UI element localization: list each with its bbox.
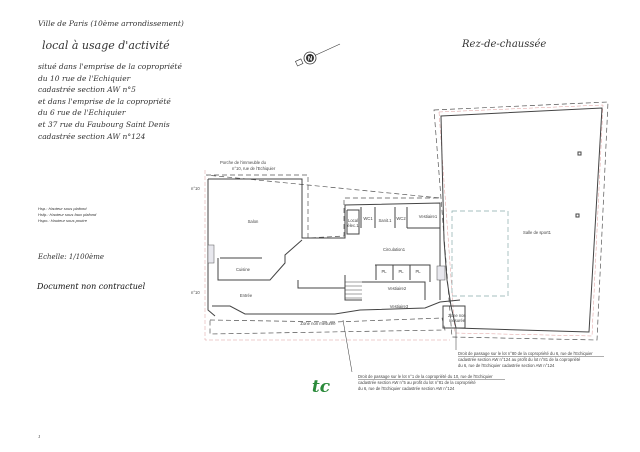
room-pl: PL: [415, 269, 421, 274]
legend-item: Hspo.: Hauteur sous poutre: [38, 218, 87, 223]
room-sanit1: Sanit.1: [378, 218, 392, 223]
street-number: n°10: [191, 290, 200, 295]
legend: Hsp.: Hauteur sous plafond Hsfp.: Hauteu…: [38, 206, 96, 224]
salle-de-sport: [433, 101, 609, 341]
description-line: situé dans l'emprise de la copropriété: [38, 62, 182, 71]
room-salon: Salon: [248, 219, 259, 224]
zone-non-mesuree: mesurée: [449, 318, 466, 323]
room-pl: PL: [398, 269, 404, 274]
description-line: et 37 rue du Faubourg Saint Denis: [38, 119, 170, 129]
porche-label: n°10, rue de l'Echiquier: [232, 166, 276, 171]
room-pl: PL: [381, 269, 387, 274]
room-wc1: WC1: [363, 216, 373, 221]
zone-non-mesuree: Zone non: [448, 313, 466, 318]
description-line: du 6 rue de l'Echiquier: [38, 108, 126, 118]
north-compass-icon: N: [295, 43, 341, 67]
room-wc2: WC2: [396, 216, 406, 221]
description-line: cadastrée section AW n°5: [38, 85, 136, 95]
annotation-line: cadastrée section AW n°5 au profit du lo…: [358, 380, 476, 385]
legend-item: Hsfp.: Hauteur sous faux plafond: [38, 212, 97, 217]
room-circulation1: Circulation1: [383, 247, 406, 252]
annotation-line: Droit de passage sur le lot n°80 de la c…: [458, 351, 593, 356]
room-vestiaire2: Vestiaire2: [388, 286, 407, 291]
room-local-elec: élec.1: [347, 223, 359, 228]
annotation-line: cadastrée section AW n°124 au profit du …: [458, 357, 581, 362]
annotation-line: Droit de passage sur le lot n°1 de la co…: [358, 374, 493, 379]
porche-label: Porche de l'immeuble du: [220, 160, 267, 165]
disclaimer: Document non contractuel: [37, 282, 146, 291]
city-label: Ville de Paris (10ème arrondissement): [38, 19, 184, 28]
zone-non-mesuree: Zone non mesurée: [300, 321, 336, 326]
floor-title: Rez-de-chaussée: [462, 39, 547, 50]
scale-label: Echelle: 1/100ème: [38, 253, 104, 261]
left-block: [204, 170, 466, 373]
room-vestiaire3: Vestiaire3: [390, 304, 409, 309]
room-entree: Entrée: [240, 293, 253, 298]
description-line: du 10 rue de l'Echiquier: [38, 73, 131, 83]
room-cuisine: Cuisine: [236, 267, 251, 272]
room-local-elec: Local: [348, 218, 358, 223]
annotation-line: du 6, rue de l'Echiquier cadastrée secti…: [458, 363, 555, 368]
droit-de-passage-2: Droit de passage sur le lot n°1 de la co…: [358, 374, 505, 391]
legend-item: Hsp.: Hauteur sous plafond: [38, 206, 87, 211]
street-number: n°10: [191, 186, 200, 191]
room-salle-de-sport: Salle de sport1: [523, 230, 552, 235]
droit-de-passage-1: Droit de passage sur le lot n°80 de la c…: [458, 351, 604, 368]
description-line: et dans l'emprise de la copropriété: [38, 96, 171, 106]
room-vestiaire1: Vestiaire1: [419, 214, 438, 219]
description-line: cadastrée section AW n°124: [38, 131, 146, 141]
description: situé dans l'emprise de la copropriété d…: [38, 61, 182, 142]
company-logo: tc: [312, 377, 331, 397]
page-mark: 1: [38, 434, 41, 439]
compass-letter: N: [308, 57, 312, 63]
annotation-line: du 6, rue de l'Echiquier cadastrée secti…: [358, 386, 455, 391]
title: local à usage d'activité: [42, 39, 170, 52]
